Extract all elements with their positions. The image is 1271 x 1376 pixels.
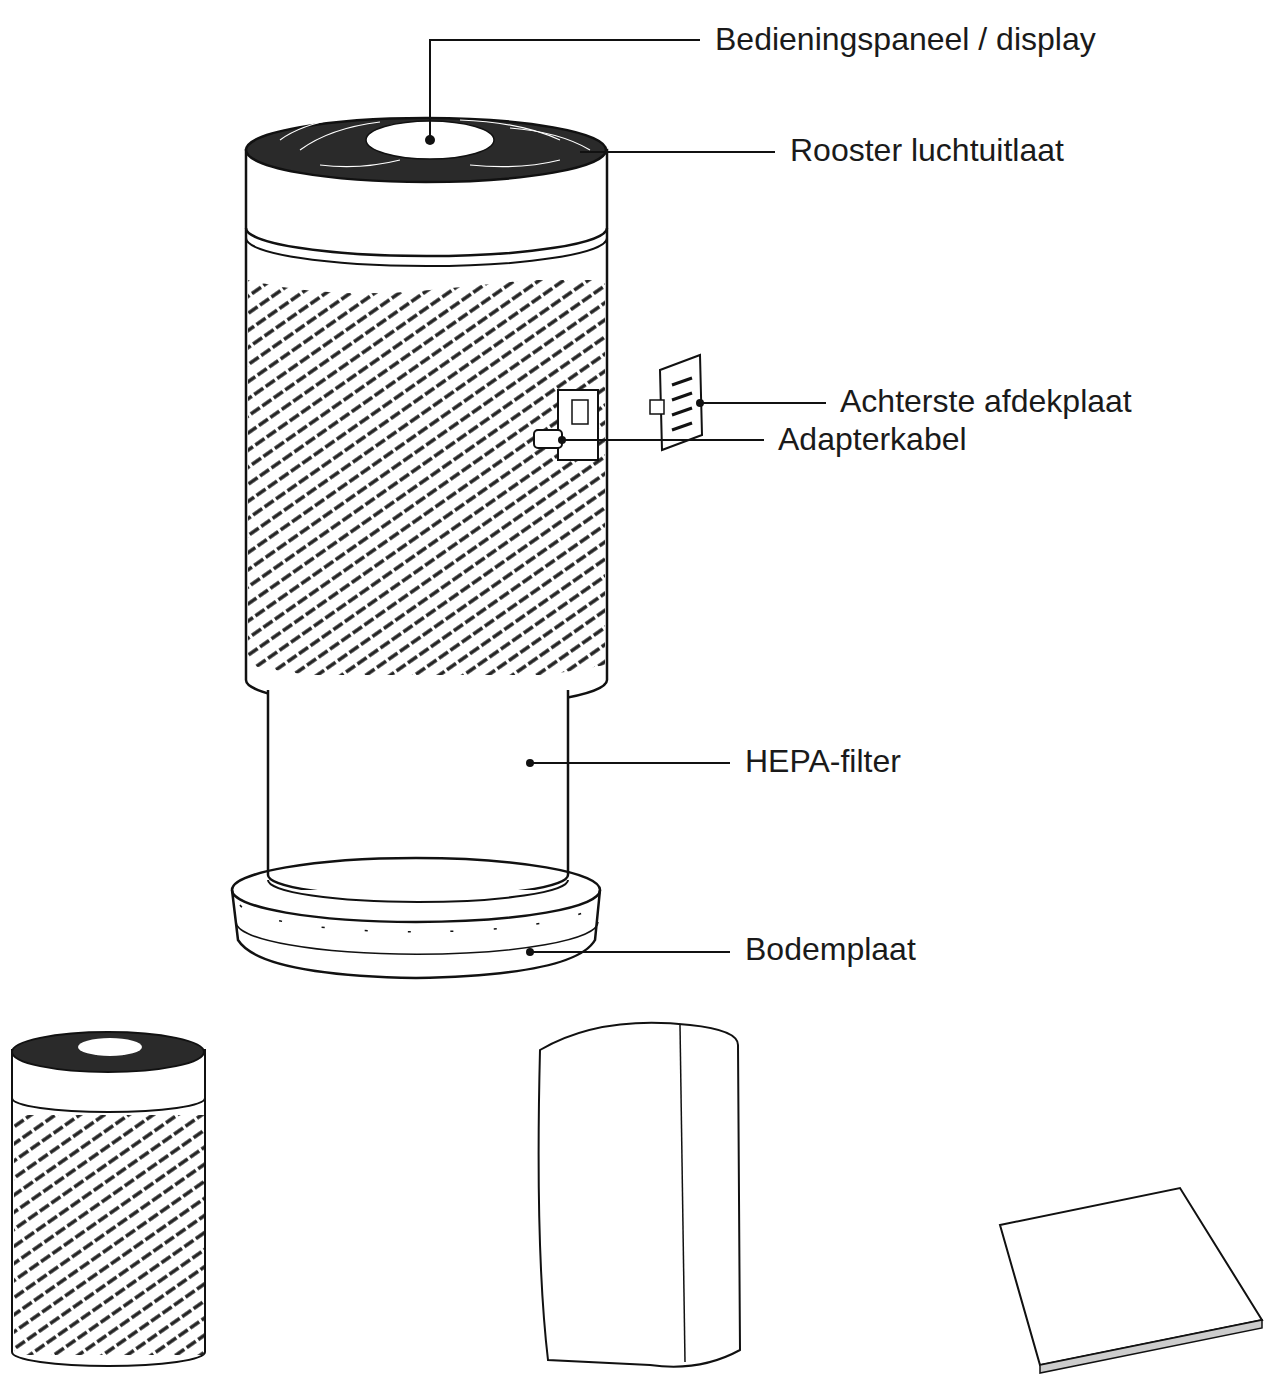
base-ticks (240, 905, 594, 932)
back-cover (660, 355, 702, 450)
adapter-plug (534, 430, 562, 448)
base-plate (232, 890, 600, 978)
part-label: HEPA-filter (743, 741, 903, 781)
manual-pages (1040, 1320, 1262, 1373)
base-line (236, 922, 598, 954)
control-panel (78, 1038, 142, 1056)
part-label: Bedieningspaneel / display (713, 19, 1098, 59)
band-line (12, 1098, 205, 1112)
base-seat (268, 880, 568, 902)
mesh-grille (248, 280, 605, 675)
rear-port (558, 390, 598, 460)
purifier-small (12, 1050, 205, 1366)
mesh-grille (14, 1115, 204, 1355)
outlet-grille (12, 1032, 204, 1072)
manual (1000, 1188, 1262, 1365)
base-rim (232, 858, 600, 922)
port-socket (572, 400, 588, 424)
cover-tab (650, 400, 664, 414)
leader-line (430, 40, 826, 952)
grille-vanes (280, 118, 590, 167)
filter-bag (539, 1023, 740, 1367)
cover-ribs (672, 378, 692, 430)
outlet-grille (246, 118, 606, 182)
housing-body (246, 150, 607, 708)
part-label: Achterste afdekplaat (838, 381, 1134, 421)
hepa-filter (268, 690, 568, 897)
band-line (246, 228, 607, 256)
bag-fold (680, 1025, 685, 1362)
part-label: Bodemplaat (743, 929, 918, 969)
part-label: Adapterkabel (776, 419, 969, 459)
band-line (246, 238, 607, 266)
part-label: Rooster luchtuitlaat (788, 130, 1066, 170)
